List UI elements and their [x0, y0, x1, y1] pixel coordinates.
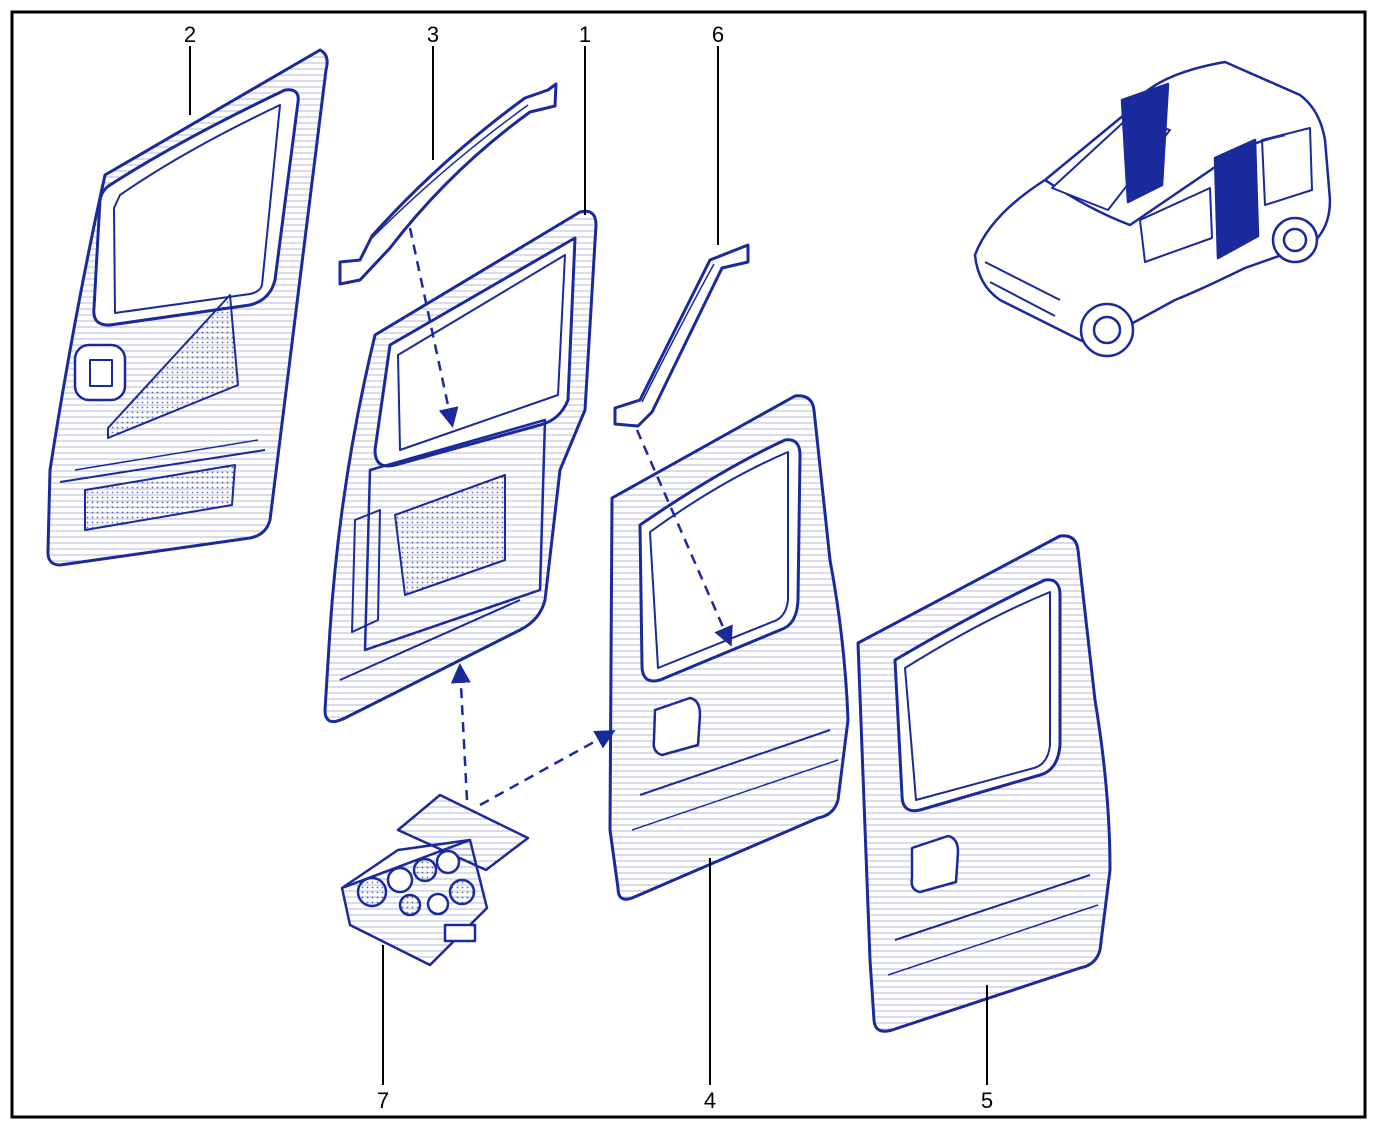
callout-5: 5 — [981, 1088, 993, 1113]
leader-lines — [189, 46, 988, 1085]
van-location-icon — [973, 60, 1332, 358]
callout-6: 6 — [712, 22, 724, 47]
assembly-line-7-to-4 — [479, 730, 616, 807]
callout-3: 3 — [427, 22, 439, 47]
callout-labels: 2 3 1 6 7 4 5 — [184, 22, 993, 1113]
part-5-outer-door-panel — [856, 534, 1112, 1033]
assembly-line-6-to-4 — [635, 429, 733, 647]
callout-7: 7 — [377, 1088, 389, 1113]
callout-4: 4 — [704, 1088, 716, 1113]
part-1-door-frame — [323, 209, 598, 724]
part-4-outer-door-panel — [608, 394, 850, 901]
part-7-fixing-kit-box — [340, 793, 530, 967]
part-2-inner-trim-panel — [46, 48, 329, 567]
assembly-line-7-to-1 — [450, 663, 471, 801]
callout-1: 1 — [579, 22, 591, 47]
assembly-lines — [408, 227, 733, 807]
part-6-reinforcement-strip — [613, 243, 750, 428]
part-3-upper-reinforcement — [338, 82, 558, 286]
callout-2: 2 — [184, 22, 196, 47]
